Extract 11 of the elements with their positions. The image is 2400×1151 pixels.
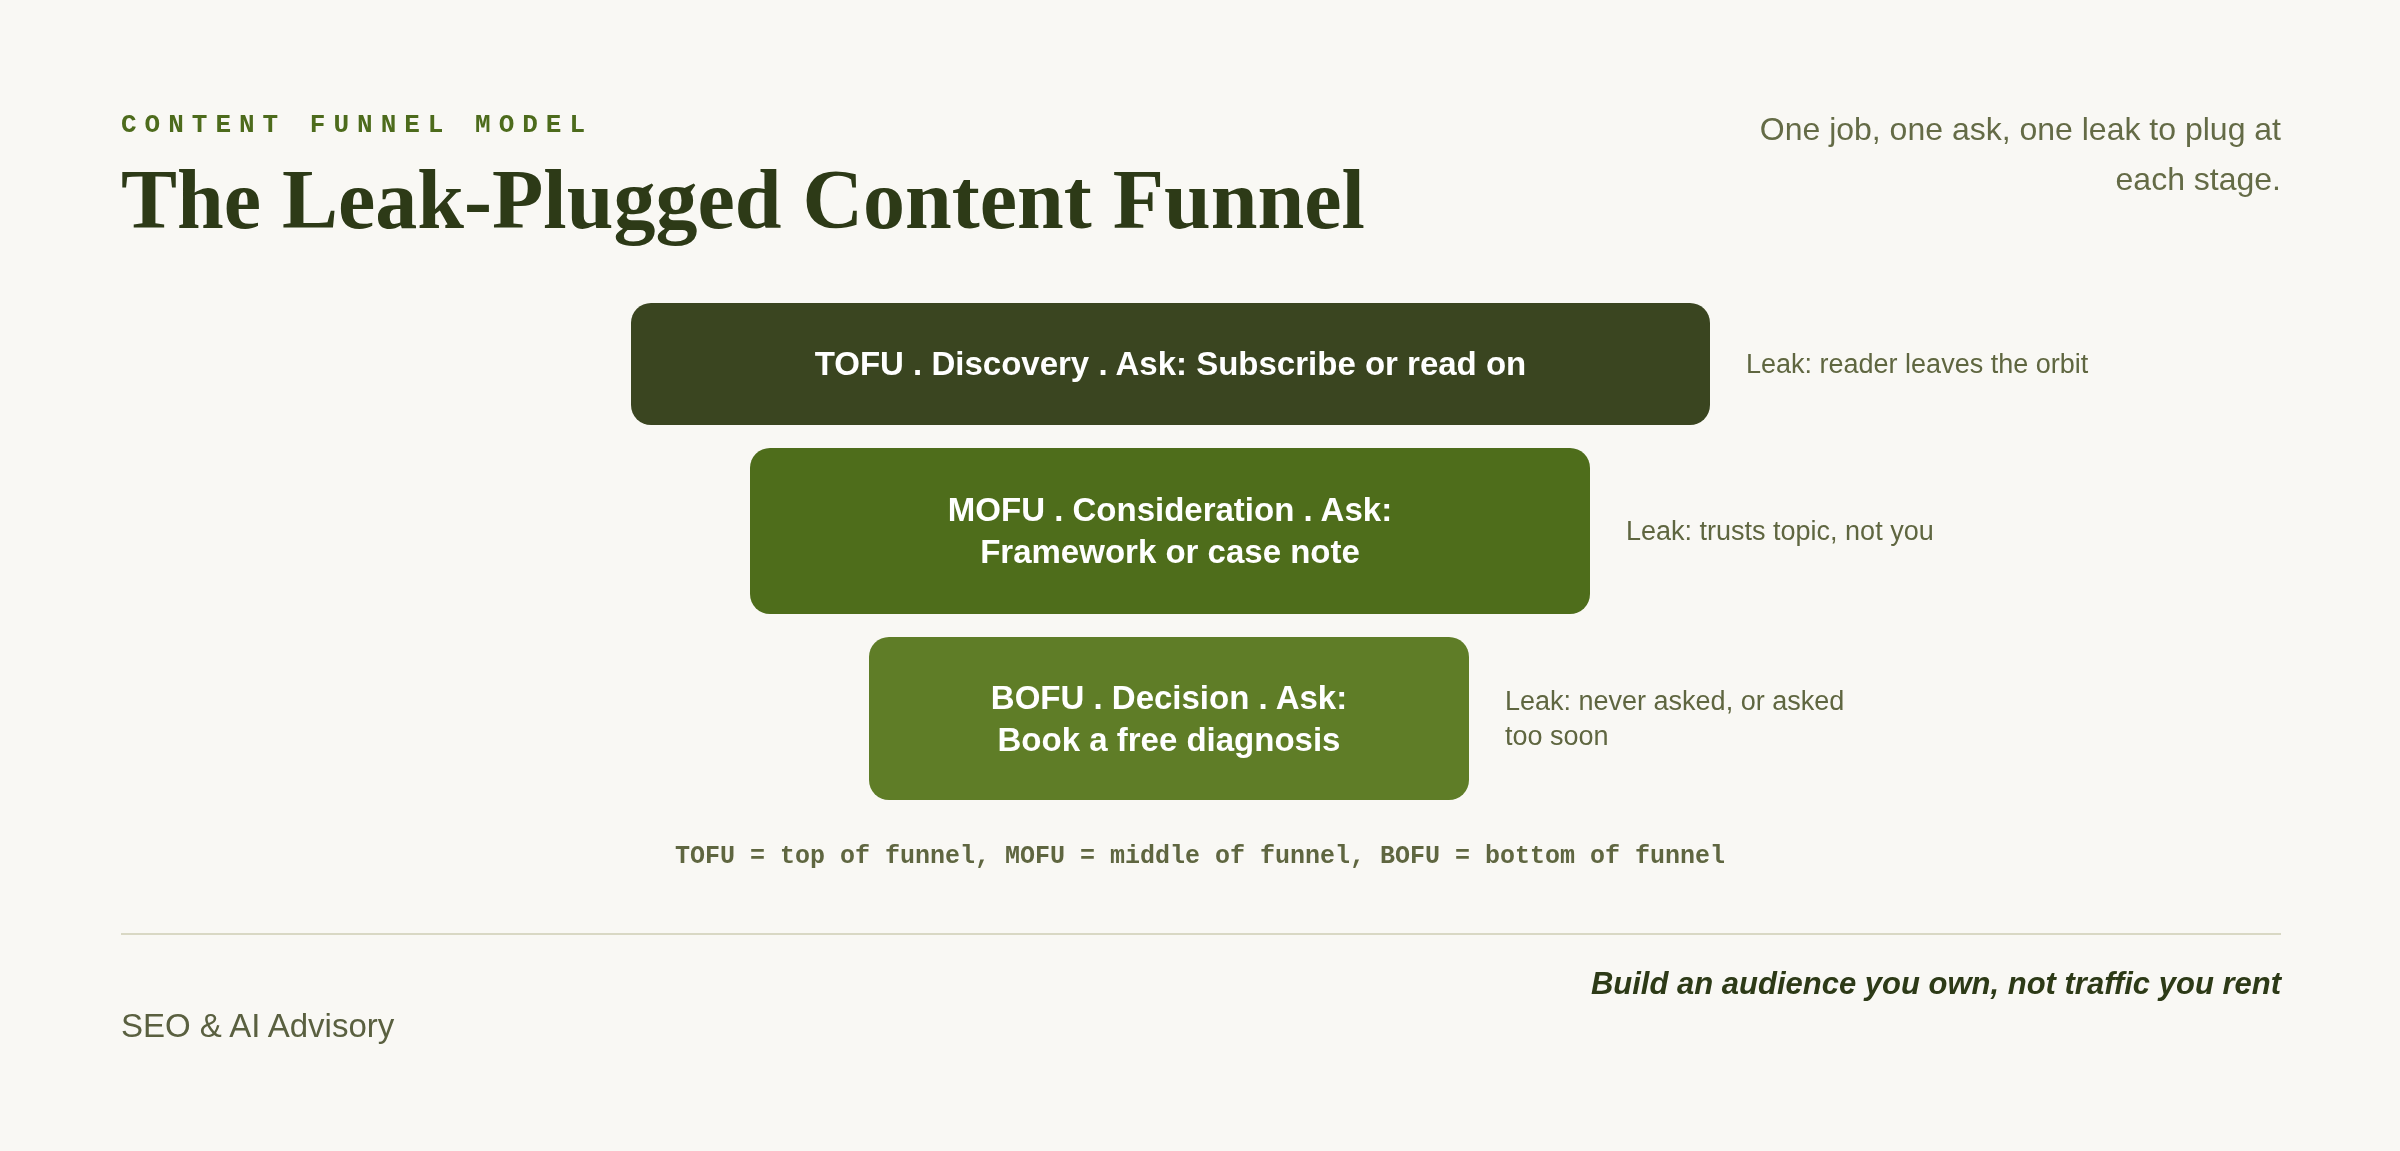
footer-tagline: SEO & AI Advisory bbox=[121, 1006, 395, 1046]
footnote-text: TOFU = top of funnel, MOFU = middle of funnel, BOFU = bottom of funnel bbox=[674, 841, 1726, 873]
stage-label: MOFU . Consideration . Ask: Framework or case note bbox=[946, 490, 1394, 572]
leak-note: Leak: reader leaves the orbit bbox=[1746, 347, 2089, 381]
subtitle-text: One job, one ask, one leak to plug at each stage. bbox=[1758, 110, 2281, 199]
stage-label: TOFU . Discovery . Ask: Subscribe or read on bbox=[814, 344, 1527, 384]
stage-label: BOFU . Decision . Ask: Book a free diagnosis bbox=[989, 677, 1349, 760]
footer-slogan: Build an audience you own, not traffic you rent bbox=[1590, 965, 2281, 1003]
leak-note: Leak: never asked, or asked too soon bbox=[1505, 684, 1846, 753]
leak-note: Leak: trusts topic, not you bbox=[1626, 514, 1934, 548]
eyebrow-label: CONTENT FUNNEL MODEL bbox=[121, 109, 594, 142]
